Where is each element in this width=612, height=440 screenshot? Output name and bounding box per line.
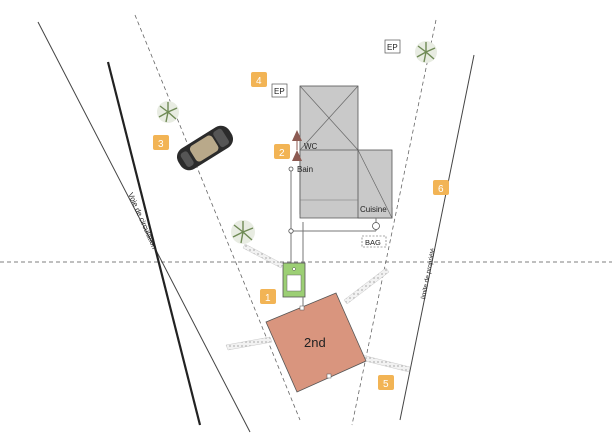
badge-1: 1 [260,289,276,304]
road-edge-inner [106,61,202,426]
svg-text:5: 5 [383,379,389,390]
kitchen-outlet-node [372,222,380,230]
ep-label-left: EP [274,87,285,96]
badge-3: 3 [153,135,169,150]
property-limit-label: limite de propriété [420,247,437,299]
road-edge-outer [37,21,251,433]
tree-icon [231,220,255,244]
svg-text:3: 3 [158,139,164,150]
vent-icon [292,130,302,141]
property-limit-line [399,54,475,421]
wc-label: WC [304,142,318,151]
bath-node [288,166,294,172]
badge-5: 5 [378,375,394,390]
ep-label-top: EP [387,43,398,52]
badge-6: 6 [433,180,449,195]
ep-box-top [384,39,401,54]
bag-label: BAG [365,238,381,247]
house [299,85,393,219]
dashed-boundary-left [134,14,301,421]
svg-text:4: 4 [256,76,262,87]
bag-box [361,235,387,248]
septic-tank [265,292,367,393]
svg-text:1: 1 [265,293,271,304]
car-icon [176,125,234,171]
pipes [290,168,377,264]
valve-node [288,228,294,234]
badge-2: 2 [274,144,290,159]
svg-text:6: 6 [438,184,444,195]
tree-icon [157,101,179,123]
badge-4: 4 [251,72,267,87]
drainage-strips [225,243,411,373]
vent-icon [292,150,302,161]
svg-text:2: 2 [279,148,285,159]
tree-icon [415,41,437,63]
cuisine-label: Cuisine [360,205,387,214]
tank-label: 2nd [304,335,326,350]
ep-box-left [271,83,288,98]
bain-label: Bain [297,165,313,174]
